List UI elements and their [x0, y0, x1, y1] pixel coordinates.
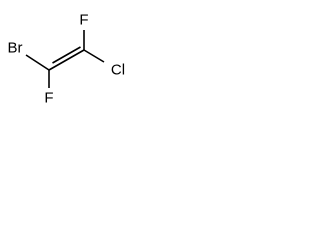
atom-label-bromine: Br: [8, 40, 23, 57]
atom-label-fluorine-bottom: F: [44, 90, 53, 107]
double-bond-inner: [52, 46, 81, 64]
atom-label-chlorine: Cl: [111, 62, 125, 79]
atom-label-fluorine-top: F: [79, 12, 88, 29]
bond-c-br: [25, 54, 50, 71]
bond-c-cl: [83, 49, 105, 63]
chemical-structure: Br F Cl F: [8, 12, 126, 107]
double-bond-outer: [48, 49, 85, 71]
